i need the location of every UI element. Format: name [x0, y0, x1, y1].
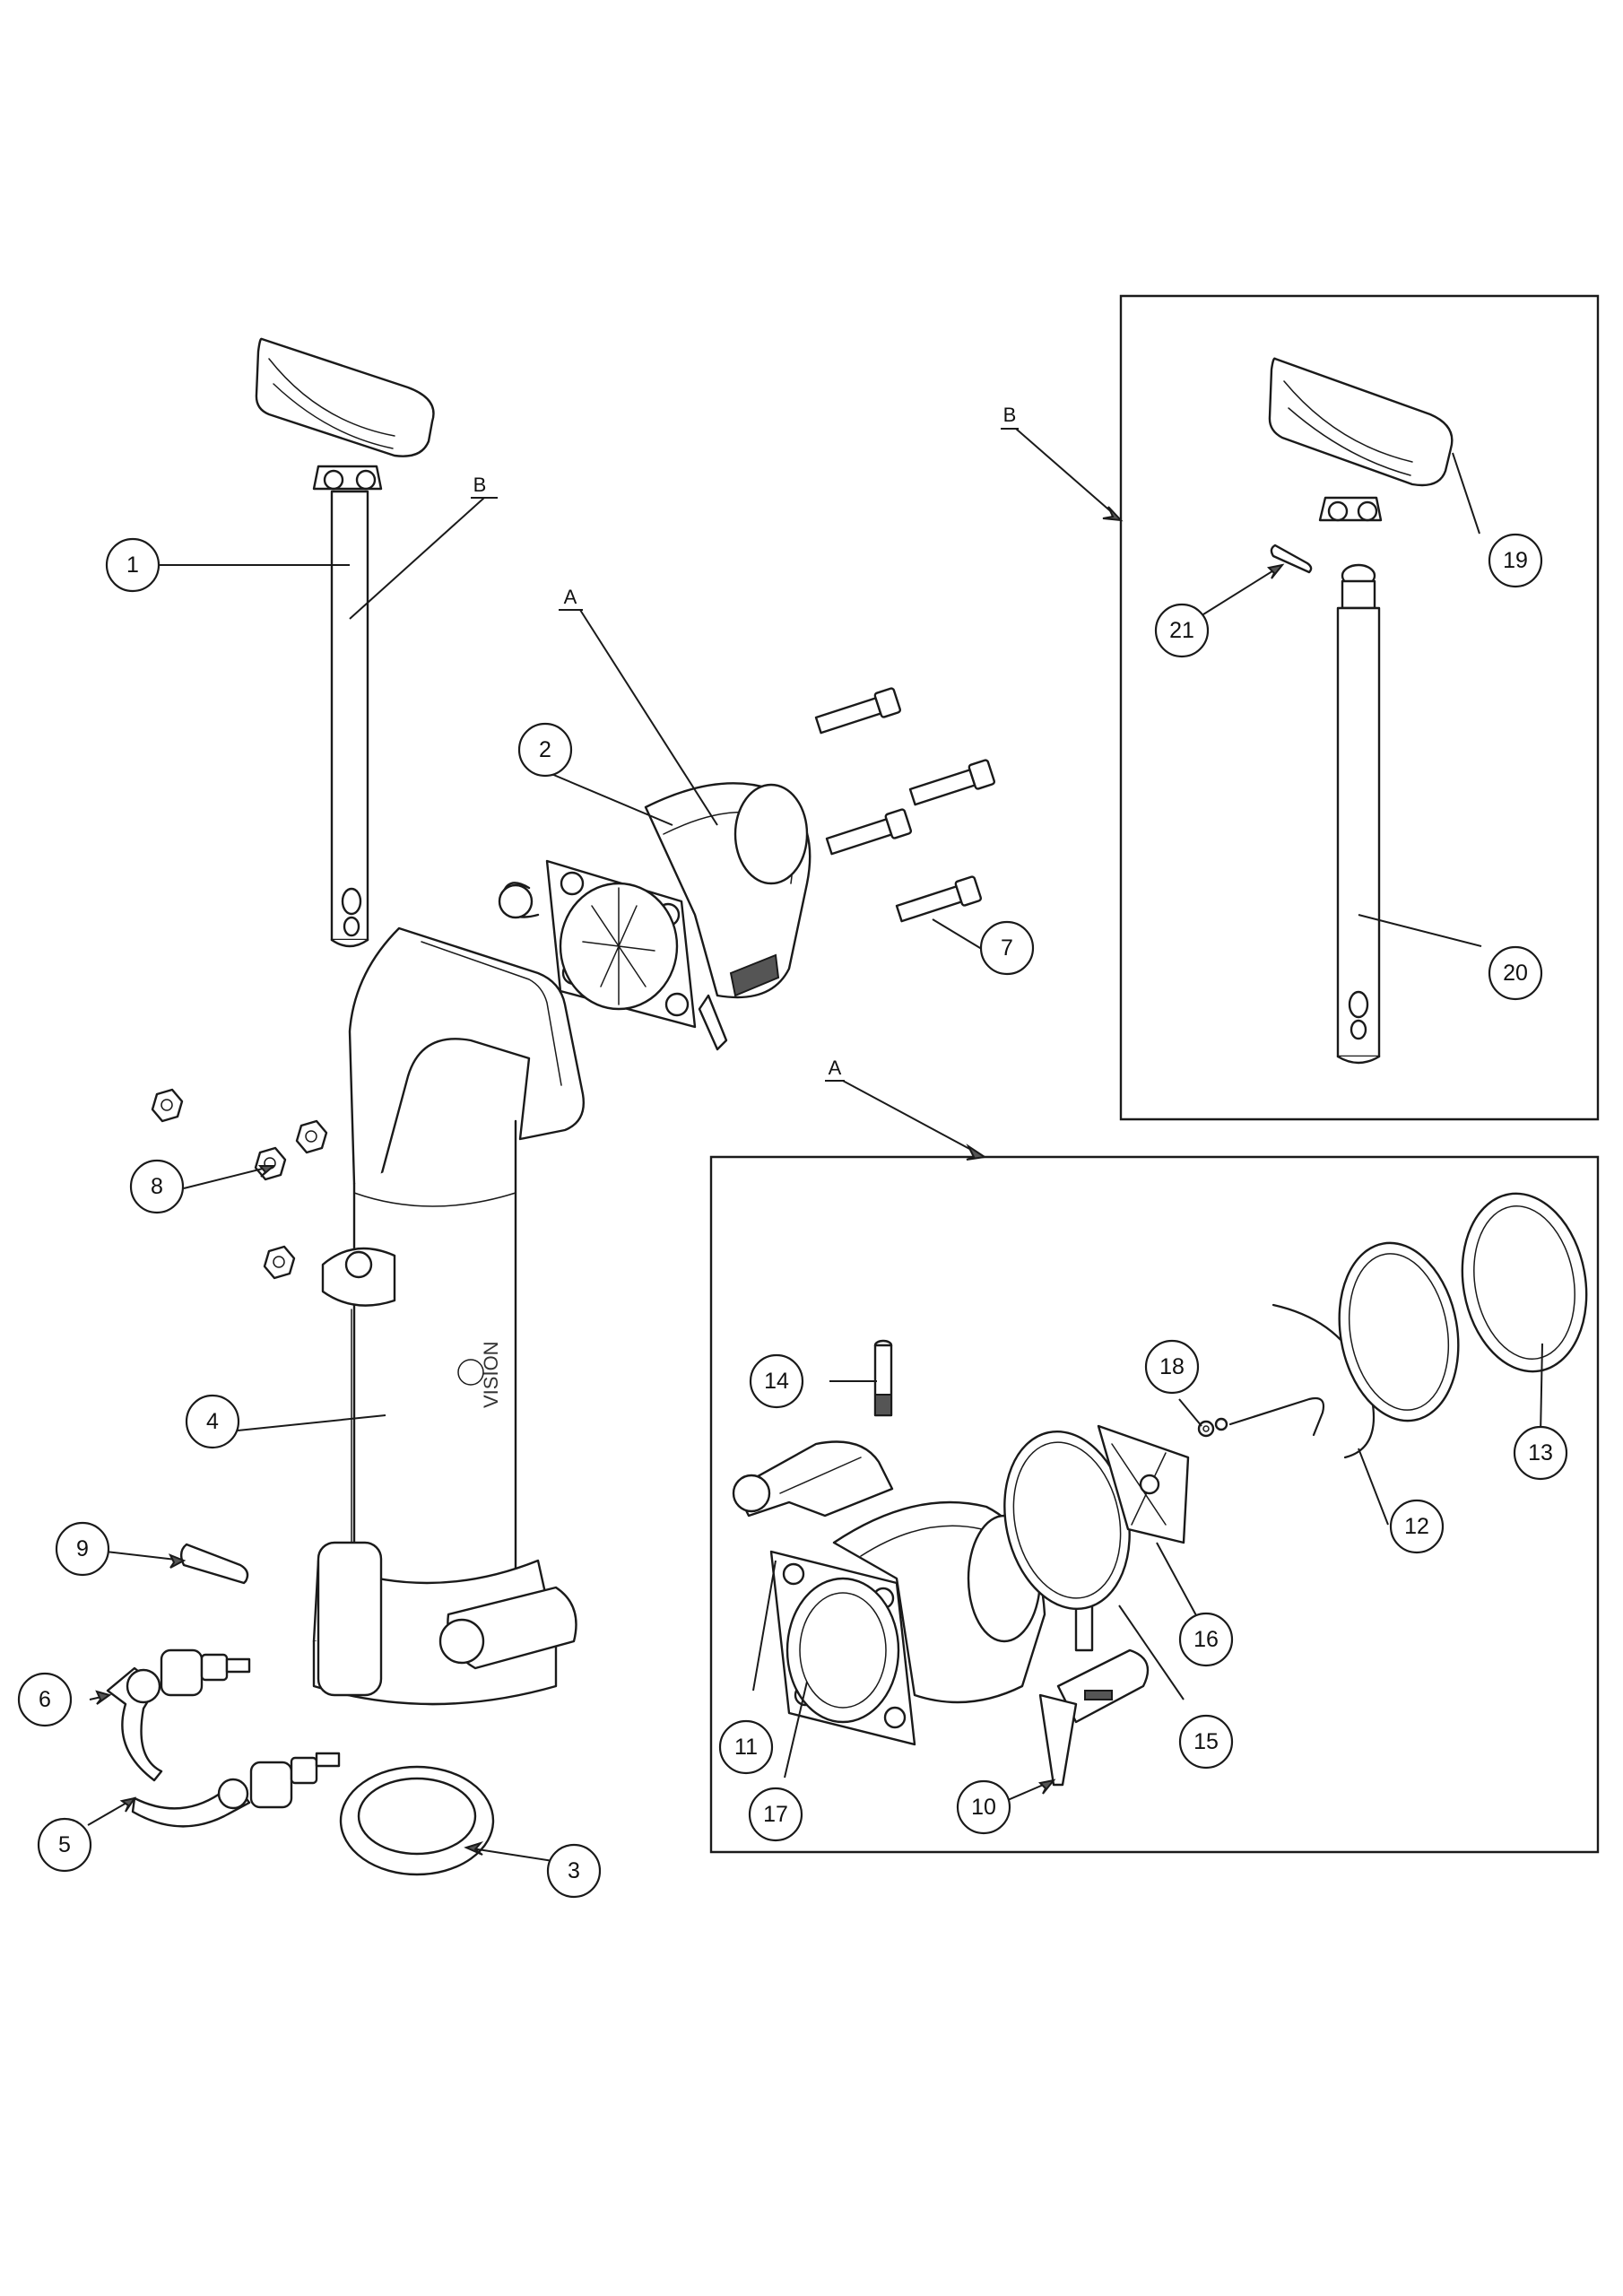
balloon-20: 20	[1489, 947, 1541, 999]
part-6-cam-lever	[108, 1650, 249, 1780]
svg-text:8: 8	[151, 1174, 163, 1199]
part-11-flange	[771, 1552, 915, 1744]
balloon-5: 5	[39, 1819, 91, 1871]
balloon-17: 17	[750, 1788, 802, 1840]
svg-text:2: 2	[539, 737, 551, 762]
balloon-21: 21	[1156, 604, 1208, 657]
detail-frame-b	[1121, 296, 1598, 1119]
balloon-18: 18	[1146, 1341, 1198, 1393]
balloon-9: 9	[56, 1523, 108, 1575]
balloon-3: 3	[548, 1845, 600, 1897]
svg-text:5: 5	[58, 1832, 71, 1857]
balloon-13: 13	[1515, 1427, 1567, 1479]
balloon-2: 2	[519, 724, 571, 776]
part-19-handle	[1270, 359, 1452, 520]
detail-ref-b-main: B	[473, 474, 487, 496]
part-3-gasket	[341, 1767, 493, 1874]
svg-text:4: 4	[206, 1409, 219, 1434]
svg-text:6: 6	[39, 1687, 51, 1712]
svg-text:7: 7	[1001, 935, 1013, 961]
part-7-bolts	[814, 688, 994, 926]
svg-text:19: 19	[1503, 548, 1528, 573]
balloon-7: 7	[981, 922, 1033, 974]
part-8-nuts	[152, 1090, 326, 1278]
svg-text:21: 21	[1169, 618, 1194, 643]
svg-text:20: 20	[1503, 961, 1528, 986]
balloon-11: 11	[720, 1721, 772, 1773]
part-2-coupling-assembly	[499, 783, 810, 1049]
balloon-12: 12	[1391, 1500, 1443, 1552]
svg-text:16: 16	[1193, 1627, 1219, 1652]
part-5-cam-lever	[133, 1753, 339, 1826]
svg-text:11: 11	[734, 1735, 758, 1760]
svg-text:14: 14	[764, 1369, 789, 1394]
svg-text:1: 1	[126, 552, 139, 578]
part-16-valve-disc	[1098, 1426, 1188, 1543]
part-14-pin	[875, 1341, 891, 1415]
detail-ref-a-main: A	[564, 586, 577, 608]
balloon-8: 8	[131, 1161, 183, 1213]
balloon-10: 10	[958, 1781, 1010, 1833]
svg-text:17: 17	[763, 1802, 788, 1827]
part-9-pin	[181, 1544, 247, 1583]
balloon-19: 19	[1489, 535, 1541, 587]
balloon-1: 1	[107, 539, 159, 591]
balloon-16: 16	[1180, 1613, 1232, 1665]
svg-text:13: 13	[1528, 1440, 1553, 1465]
svg-text:10: 10	[971, 1795, 996, 1820]
svg-text:18: 18	[1159, 1354, 1185, 1379]
part-18-washer	[1199, 1419, 1227, 1436]
balloon-6: 6	[19, 1674, 71, 1726]
balloon-14: 14	[751, 1355, 803, 1407]
part-21-pin	[1271, 545, 1311, 572]
detail-ref-a-detail: A	[829, 1057, 842, 1079]
svg-text:15: 15	[1193, 1729, 1219, 1754]
svg-text:3: 3	[568, 1858, 580, 1883]
part-4-main-body: VISION	[314, 928, 584, 1704]
detail-frame-a	[711, 1157, 1598, 1852]
detail-ref-b-detail: B	[1003, 404, 1017, 426]
balloon-4: 4	[187, 1396, 239, 1448]
arrowheads	[97, 507, 1282, 1855]
part-20-shaft	[1338, 565, 1379, 1063]
svg-text:12: 12	[1404, 1514, 1429, 1539]
svg-text:9: 9	[76, 1536, 89, 1561]
part-1-t-handle-shaft	[256, 339, 434, 946]
part-13-ring	[1326, 1184, 1601, 1431]
balloon-15: 15	[1180, 1716, 1232, 1768]
